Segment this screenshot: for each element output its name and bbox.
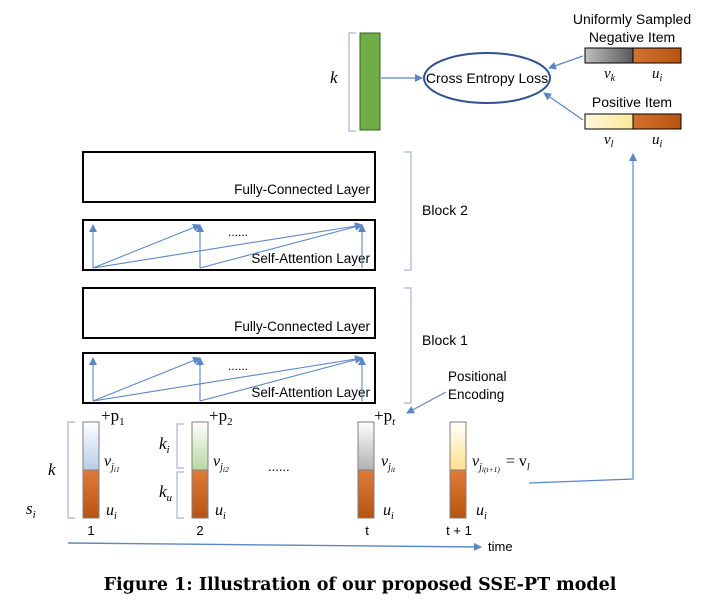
k-label: k [48, 460, 56, 479]
block1-fc-label: Fully-Connected Layer [234, 319, 370, 334]
item-embedding-t [357, 421, 375, 471]
loss-dim-label: k [330, 68, 338, 87]
pt-label: +pt [374, 406, 396, 428]
positional-encoding-arrow [406, 391, 447, 414]
block2-fully-connected-layer [82, 151, 376, 203]
block2-fc-label: Fully-Connected Layer [234, 182, 370, 197]
block1-attention-arrows [89, 355, 366, 402]
ku-bracket [176, 471, 184, 519]
positional-encoding: Positional Encoding [406, 369, 507, 414]
user-embedding-t [357, 469, 375, 519]
ui-label-t: ui [383, 502, 394, 522]
p1-label: +p1 [101, 406, 125, 428]
v-jit1-label: vji(t+1)= vl [472, 453, 530, 474]
cross-entropy-loss-label: Cross Entropy Loss [426, 70, 548, 86]
negative-ui-segment [632, 47, 682, 64]
positive-ui-label: ui [652, 132, 663, 150]
positive-vl-label: vl [604, 132, 614, 150]
block2-sa-label: Self-Attention Layer [251, 251, 370, 266]
user-embedding-t-plus-1 [449, 469, 467, 519]
block1-bracket [404, 287, 412, 404]
cross-entropy-loss-node [423, 52, 551, 104]
positional-encoding-line2: Encoding [448, 387, 504, 402]
user-embedding-2 [191, 469, 209, 519]
time-tick-t-plus-1: t + 1 [446, 523, 472, 538]
input-column-2: ki ku vji2 ui [159, 421, 229, 522]
negative-ui-label: ui [652, 66, 663, 84]
input-column-t: vjit ui [357, 421, 396, 522]
v-ji1-label: vji1 [104, 453, 120, 474]
target-to-positive-arrow [528, 153, 637, 484]
block-2: Fully-Connected Layer Self-Attention Lay… [82, 151, 468, 271]
ui-label-2: ui [215, 502, 226, 522]
time-axis-arrow [67, 542, 482, 551]
ki-label: ki [159, 434, 170, 456]
input-column-t-plus-1: vji(t+1)= vl ui [449, 153, 637, 522]
block-1: Fully-Connected Layer Self-Attention Lay… [82, 287, 468, 404]
ui-label-t-plus-1: ui [476, 502, 487, 522]
v-jit-label: vjit [381, 453, 396, 474]
block1-sa-label: Self-Attention Layer [251, 385, 370, 400]
item-embedding-t-plus-1 [449, 421, 467, 471]
positive-vl-segment [584, 113, 634, 130]
time-tick-1: 1 [87, 523, 94, 538]
time-tick-2: 2 [196, 523, 203, 538]
negative-to-loss-arrow [548, 55, 584, 70]
v-ji2-label: vji2 [213, 453, 229, 474]
item-embedding-2 [191, 421, 209, 471]
block1-dots: ...... [228, 359, 248, 373]
item-embedding-1 [82, 421, 100, 471]
ui-label-1: ui [106, 502, 117, 522]
figure-caption: Figure 1: Illustration of our proposed S… [104, 575, 617, 595]
k-bracket [67, 421, 75, 519]
p2-label: +p2 [209, 406, 233, 428]
user-embedding-1 [82, 469, 100, 519]
positive-title: Positive Item [592, 94, 672, 110]
block2-dots: ...... [228, 225, 248, 239]
negative-item: Uniformly Sampled Negative Item vk ui [548, 11, 691, 84]
block1-label: Block 1 [422, 332, 468, 348]
final-embedding-vector [359, 32, 381, 131]
input-column-1: k si vji1 ui [26, 421, 120, 522]
positive-to-loss-arrow [543, 92, 584, 121]
loss-dim-bracket [348, 32, 356, 132]
si-label: si [26, 499, 36, 521]
negative-title-line1: Uniformly Sampled [573, 11, 691, 27]
block2-attention-arrows [89, 222, 366, 269]
time-axis: 1 2 t t + 1 time [67, 523, 513, 554]
positive-ui-segment [632, 113, 682, 130]
position-labels: +p1 +p2 +pt [101, 406, 396, 428]
time-label: time [488, 539, 513, 554]
negative-vk-label: vk [604, 66, 616, 84]
ki-bracket [176, 423, 184, 469]
time-tick-t: t [365, 523, 369, 538]
negative-title-line2: Negative Item [589, 29, 675, 45]
block1-fully-connected-layer [82, 287, 376, 339]
negative-vk-segment [584, 47, 634, 64]
positive-item: Positive Item vl ui [543, 92, 682, 150]
input-dots: ...... [268, 459, 290, 474]
loss-section: k Cross Entropy Loss [330, 32, 551, 132]
ku-label: ku [159, 482, 173, 504]
block2-bracket [404, 151, 412, 271]
block2-label: Block 2 [422, 202, 468, 218]
positional-encoding-line1: Positional [448, 369, 507, 384]
